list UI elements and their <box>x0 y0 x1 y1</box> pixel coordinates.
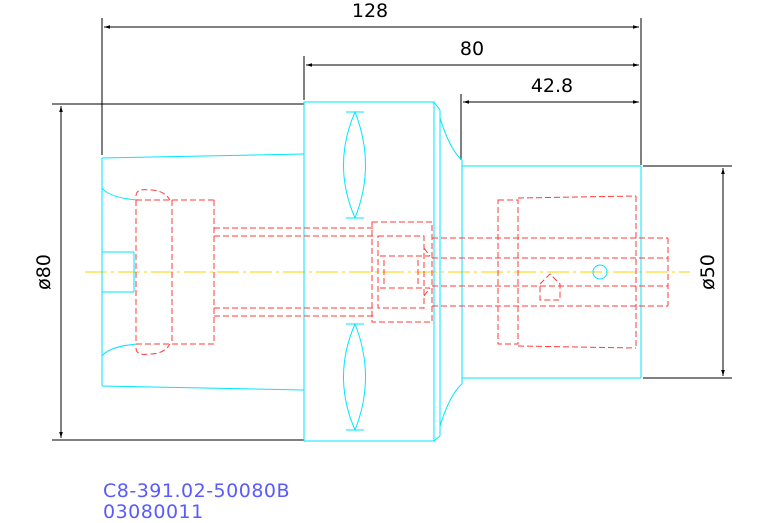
part-code: C8-391.02-50080B <box>103 480 291 502</box>
dim-text-128: 128 <box>352 0 388 22</box>
part-outline <box>101 101 642 442</box>
dim-text-80: 80 <box>460 38 484 60</box>
dim-text-42-8: 42.8 <box>531 75 573 97</box>
dimension-lines <box>52 18 732 441</box>
hidden-lines <box>135 189 669 355</box>
dim-text-d80: ø80 <box>33 254 55 290</box>
dim-text-d50: ø50 <box>697 254 719 290</box>
part-serial: 03080011 <box>103 501 204 523</box>
